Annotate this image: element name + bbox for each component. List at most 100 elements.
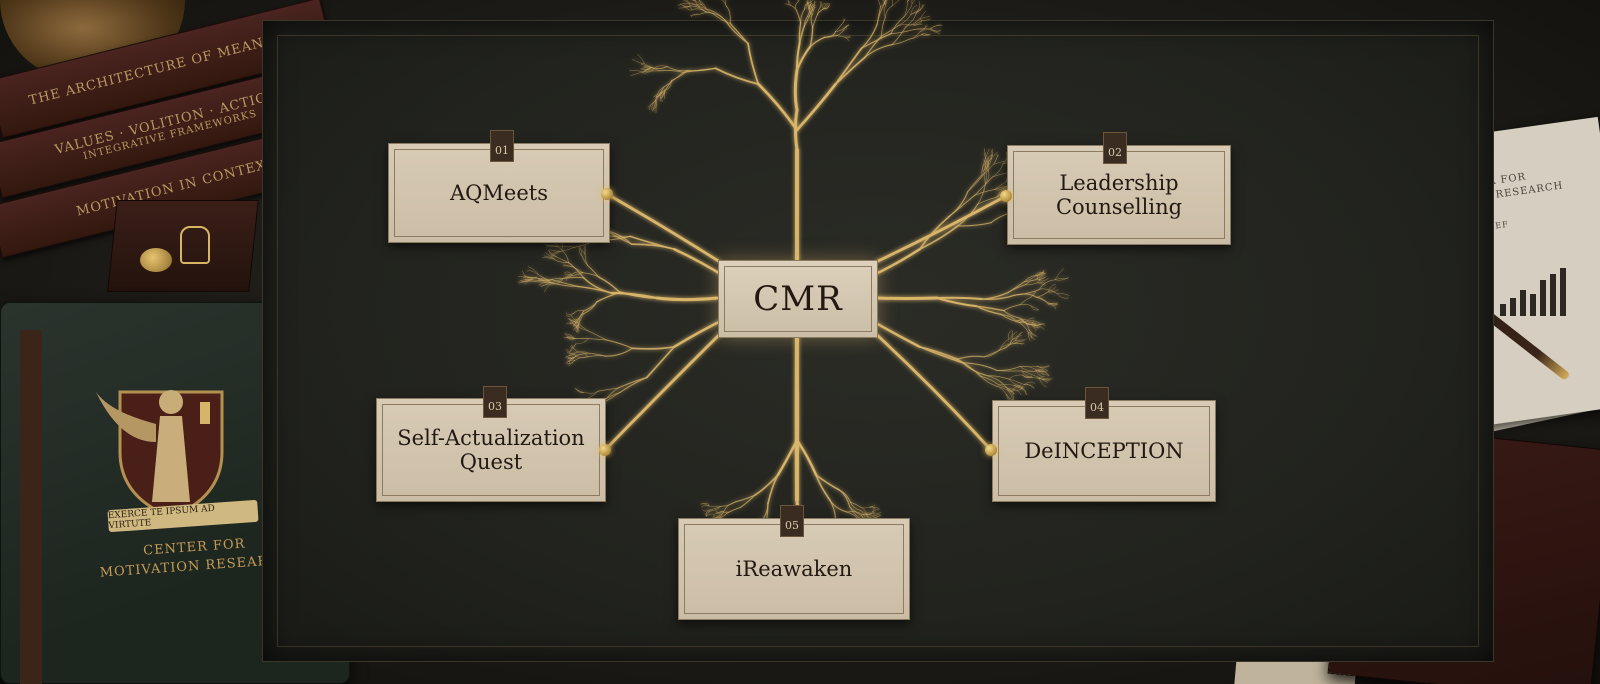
branch [1001, 314, 1019, 322]
branch [836, 57, 865, 84]
node-01-pin [601, 188, 613, 200]
branch [997, 366, 1020, 370]
branch [816, 475, 830, 500]
node-04-pin [985, 444, 997, 456]
branch [824, 31, 835, 37]
branch [748, 43, 758, 84]
branch [716, 68, 759, 84]
branch [892, 26, 906, 44]
branch [920, 19, 931, 21]
branch [1016, 340, 1027, 341]
node-03-label: Self-Actualization Quest [387, 426, 594, 474]
branch [1055, 268, 1063, 279]
branch [588, 356, 606, 357]
branch [550, 250, 560, 252]
branch [629, 70, 641, 72]
branch [584, 278, 612, 293]
branch [695, 0, 706, 11]
branch [558, 247, 575, 248]
branch [741, 495, 756, 507]
branch [861, 507, 869, 508]
branch [820, 1, 821, 7]
branch [937, 298, 976, 306]
branch [778, 440, 797, 475]
branch [755, 475, 778, 495]
branch [810, 0, 814, 2]
node-04-tab: 04 [1085, 387, 1109, 419]
branch [556, 257, 568, 263]
branch [584, 391, 598, 393]
node-03-tab: 03 [483, 386, 507, 418]
branch [876, 196, 1006, 262]
branch [527, 271, 538, 275]
branch [656, 87, 664, 100]
branch [664, 72, 683, 87]
branch [692, 9, 706, 12]
branch [1024, 384, 1034, 387]
branch [801, 9, 805, 23]
branch [912, 0, 919, 3]
node-05-tab: 05 [780, 505, 804, 537]
branch [565, 275, 572, 278]
branch [585, 245, 586, 254]
node-02-label: Leadership Counselling [1046, 171, 1192, 219]
branch [1021, 304, 1032, 306]
branch [605, 348, 632, 356]
branch [957, 356, 984, 359]
branch [680, 0, 690, 3]
branch [873, 511, 881, 513]
node-03-pin [599, 444, 611, 456]
node-02-tab: 02 [1103, 132, 1127, 164]
branch [657, 298, 717, 300]
branch [984, 349, 1003, 357]
center-node-label: CMR [753, 279, 842, 319]
branch [563, 277, 584, 278]
branch [999, 384, 1014, 385]
branch [797, 84, 836, 130]
branch [1048, 304, 1055, 309]
branch [995, 182, 1006, 190]
branch [811, 14, 813, 27]
node-01-tab: 01 [490, 130, 514, 162]
branch [1004, 305, 1021, 311]
branch [1016, 332, 1022, 340]
branch [920, 347, 958, 359]
branch [1028, 333, 1030, 341]
branch [958, 223, 991, 226]
branch [588, 265, 600, 277]
branch [805, 0, 809, 9]
branch [727, 7, 731, 24]
center-node[interactable]: CMR [718, 260, 878, 338]
branch [878, 0, 880, 7]
branch [937, 298, 981, 299]
branch [1009, 375, 1023, 379]
branch [837, 36, 845, 37]
branch [632, 244, 675, 249]
branch [1024, 384, 1034, 389]
branch [881, 17, 885, 36]
branch [795, 70, 797, 110]
branch [607, 231, 632, 244]
branch [726, 21, 748, 43]
branch [632, 347, 674, 349]
branch [817, 9, 824, 15]
branch [988, 376, 1009, 379]
branch [576, 339, 588, 344]
branch [1055, 278, 1067, 279]
branch [797, 440, 816, 475]
branch [605, 334, 720, 450]
branch [647, 347, 675, 378]
branch [713, 14, 730, 24]
branch [1058, 293, 1070, 295]
branch [808, 1, 809, 7]
branch [797, 336, 798, 505]
branch [1008, 330, 1011, 339]
node-02-pin [1000, 190, 1012, 202]
node-01-label: AQMeets [440, 181, 558, 205]
branch [836, 48, 862, 84]
branch [1008, 285, 1025, 293]
branch [1036, 297, 1048, 304]
branch [643, 67, 652, 72]
branch [1009, 379, 1024, 384]
